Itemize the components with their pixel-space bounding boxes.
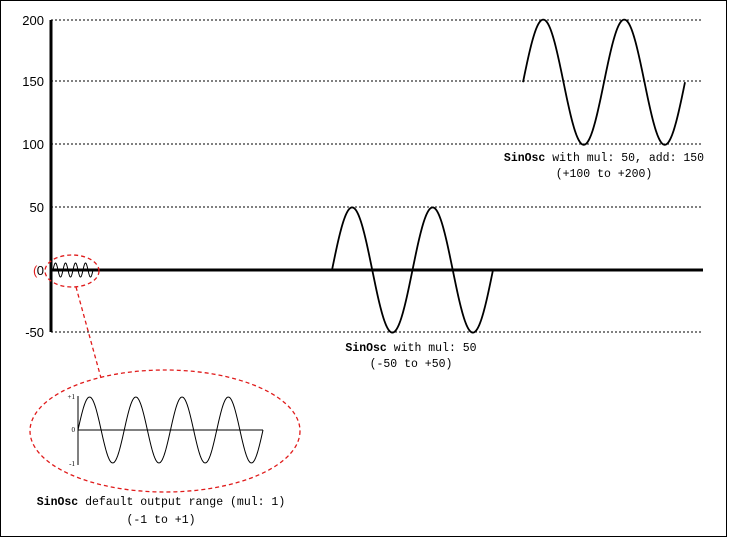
default-range-wave [52,262,94,278]
tick-label-50: 50 [30,200,44,215]
highlight-ellipse [44,254,100,288]
caption-mul-range: (-50 to +50) [370,358,453,371]
caption-mul-line1: SinOsc with mul: 50 [345,342,476,355]
caption-default: SinOsc default output range (mul: 1) (-1… [37,496,285,527]
caption-add-name: SinOsc [504,152,546,165]
caption-default-rest: default output range (mul: 1) [78,496,285,509]
mul-50-wave [331,206,494,334]
tick-label-neg50: -50 [25,325,44,340]
zoom-connector [75,286,102,379]
inset-tick-minus1: -1 [69,460,75,468]
caption-mul-rest: with mul: 50 [387,342,477,355]
tick-label-150: 150 [22,74,44,89]
tick-label-100: 100 [22,137,44,152]
grid-lines [51,19,703,333]
inset-tick-0: 0 [72,426,76,434]
mul-50-add-150-wave [522,18,686,146]
tick-label-200: 200 [22,13,44,28]
zoom-ellipse [29,369,301,493]
caption-mul: SinOsc with mul: 50 (-50 to +50) [345,342,476,371]
tick-label-0: 0 [37,263,44,278]
caption-default-range: (-1 to +1) [126,514,195,527]
caption-add-rest: with mul: 50, add: 150 [545,152,704,165]
highlight-paren: ( [33,263,38,278]
caption-default-line1: SinOsc default output range (mul: 1) [37,496,285,509]
caption-add-range: (+100 to +200) [556,168,653,181]
caption-mul-name: SinOsc [345,342,387,355]
caption-add: SinOsc with mul: 50, add: 150 (+100 to +… [504,152,704,181]
y-tick-labels: 200 150 100 50 0 -50 [22,13,44,340]
inset-wave [77,396,264,464]
inset-tick-plus1: +1 [68,393,76,401]
caption-add-line1: SinOsc with mul: 50, add: 150 [504,152,704,165]
caption-default-name: SinOsc [37,496,79,509]
